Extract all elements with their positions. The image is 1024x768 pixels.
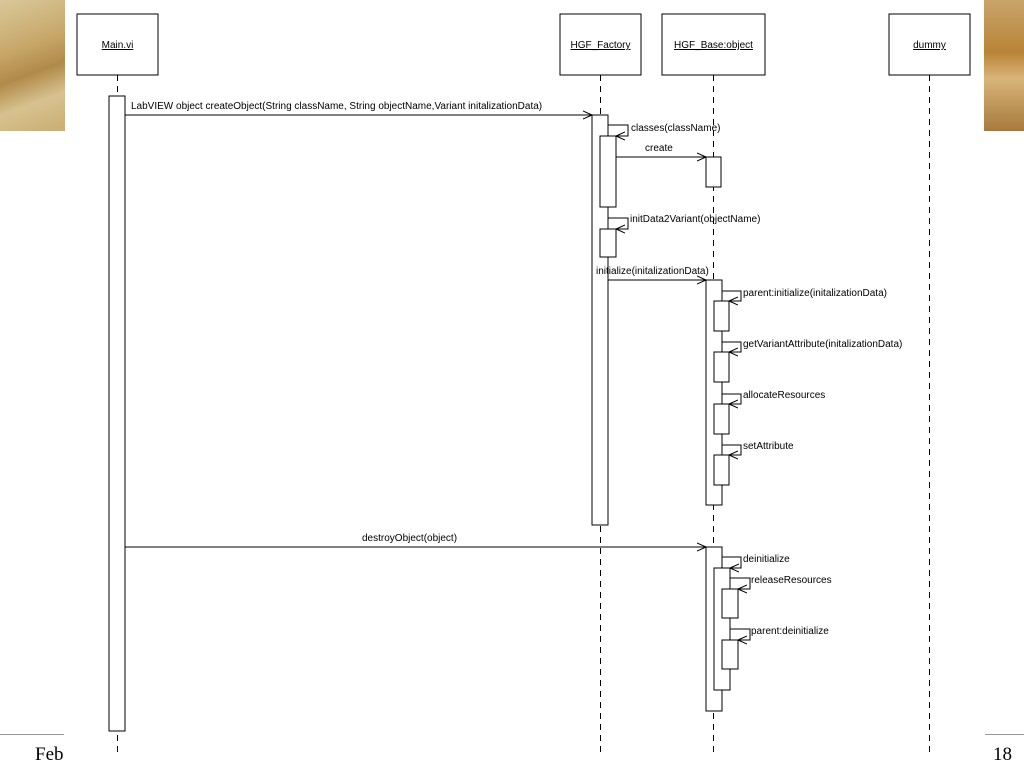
message-arrow-allocate — [722, 393, 742, 404]
message-label-parent-initialize: parent:initialize(initalizationData) — [743, 288, 887, 299]
page-number: 18 — [993, 744, 1012, 765]
message-label-allocate: allocateResources — [743, 390, 825, 401]
message-label-setattr: setAttribute — [743, 441, 794, 452]
activation-base-setattr — [713, 454, 730, 486]
message-arrow-deinitialize — [722, 556, 742, 568]
activation-base-allocate — [713, 403, 730, 435]
activation-factory — [591, 114, 609, 526]
message-arrow-setattr — [722, 444, 742, 455]
activation-base-parent-init — [713, 300, 730, 332]
activation-base-create — [705, 156, 722, 188]
message-arrow-initdata — [608, 217, 629, 229]
message-arrow-parent-initialize — [722, 290, 742, 301]
message-arrow-parent-deinit — [730, 628, 751, 640]
footer-rule-right — [985, 734, 1024, 735]
lifeline-header-dummy: dummy — [888, 13, 971, 76]
message-label-deinitialize: deinitialize — [743, 554, 790, 565]
activation-base-getvariant — [713, 351, 730, 383]
message-label-release: releaseResources — [751, 575, 832, 586]
message-label-initdata: initData2Variant(objectName) — [630, 214, 760, 225]
activation-base-deinit — [713, 567, 731, 691]
activation-base-initialize — [705, 279, 723, 506]
activation-base-release — [721, 588, 739, 619]
footer-date: Feb — [35, 744, 64, 765]
lifeline-label-dummy: dummy — [913, 40, 946, 51]
activation-factory-initdata — [599, 228, 617, 258]
activation-factory-classes — [599, 135, 617, 208]
decorative-image-left — [0, 0, 65, 131]
message-label-getvariant: getVariantAttribute(initalizationData) — [743, 339, 902, 350]
lifeline-header-base: HGF_Base:object — [661, 13, 766, 76]
message-label-classes: classes(className) — [631, 123, 720, 134]
lifeline-header-main: Main.vi — [76, 13, 159, 76]
lifeline-label-factory: HGF_Factory — [570, 40, 630, 51]
message-arrow-classes — [608, 124, 629, 136]
message-arrow-release — [730, 577, 751, 589]
message-label-create: create — [645, 143, 673, 154]
message-label-destroy: destroyObject(object) — [362, 533, 457, 544]
footer-rule-left — [0, 734, 64, 735]
activation-base-parent-deinit — [721, 639, 739, 670]
lifeline-label-main: Main.vi — [102, 40, 134, 51]
message-label-initialize: initialize(initalizationData) — [596, 266, 709, 277]
message-arrow-getvariant — [722, 341, 742, 352]
lifeline-header-factory: HGF_Factory — [559, 13, 642, 76]
message-label-parent-deinit: parent:deinitialize — [751, 626, 829, 637]
activation-main — [108, 95, 126, 732]
lifeline-label-base: HGF_Base:object — [674, 40, 753, 51]
decorative-image-right — [984, 0, 1024, 131]
message-label-create-object: LabVIEW object createObject(String class… — [131, 101, 542, 112]
